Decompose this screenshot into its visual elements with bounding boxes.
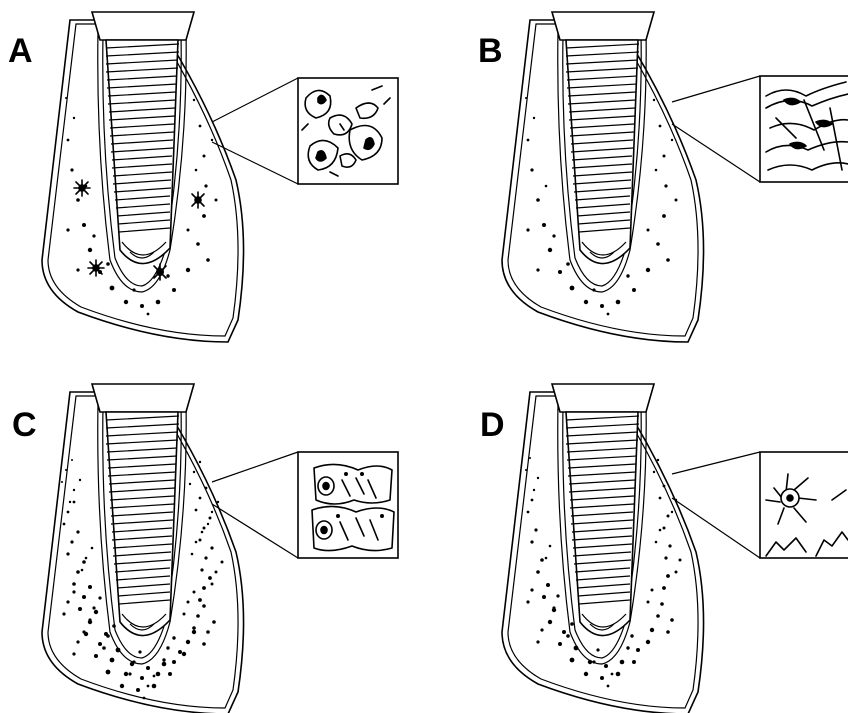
detail-inset-c	[298, 452, 398, 558]
detail-inset-d	[760, 452, 848, 558]
panel-label-c: C	[12, 406, 37, 444]
implant-illustration-c	[42, 384, 244, 713]
detail-inset-a	[298, 78, 398, 184]
implant-illustration-d	[502, 384, 704, 713]
panel-d: D	[480, 384, 848, 713]
panel-b: B	[478, 12, 848, 342]
detail-inset-b	[760, 76, 848, 182]
panel-label-b: B	[478, 32, 503, 70]
panel-label-a: A	[8, 32, 33, 70]
panel-label-d: D	[480, 406, 505, 444]
implant-illustration-b	[502, 12, 704, 342]
panel-c: C	[12, 384, 398, 713]
implant-illustration-a	[42, 12, 244, 342]
panel-a: A	[8, 12, 398, 342]
